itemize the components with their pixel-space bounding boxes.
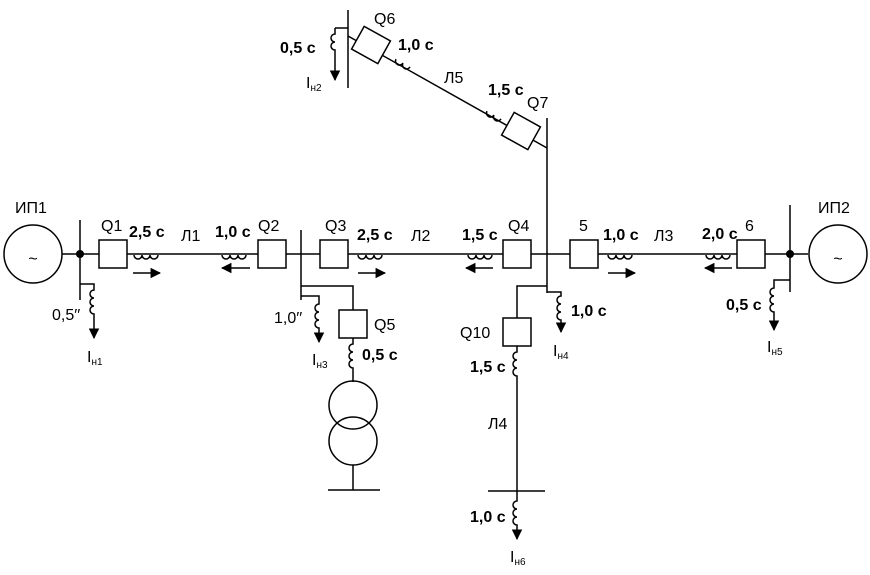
junction-dot-left [76,250,84,258]
load-n5-feeder [768,279,790,332]
breaker-q6-label: Q6 [374,11,395,28]
junction-dot-right [786,250,794,258]
load-n6-label: Iн6 [510,549,526,568]
line-l3-label: Л3 [654,228,674,245]
load-n4-label: Iн4 [553,343,569,362]
ct-q2-coil [221,254,247,260]
breaker-q5 [338,309,368,339]
ct-q5-coil [348,338,354,382]
time-load5: 0,5 с [726,297,762,314]
ct-q7-coil [485,110,502,122]
load-n4-feeder [547,291,567,334]
source-ip2-label: ИП2 [818,200,850,217]
time-q10: 1,5 с [470,359,506,376]
ct-5-coil [607,254,633,260]
ct-q3-coil [357,254,383,260]
time-q7: 1,5 с [488,82,524,99]
line-l5-label: Л5 [444,70,464,87]
breaker-q2 [257,239,287,269]
breaker-q10-label: Q10 [460,325,490,342]
time-q6: 1,0 с [398,37,434,54]
line-l4-top [516,285,547,318]
q5-feeder [301,285,354,310]
breaker-q2-label: Q2 [258,218,279,235]
breaker-q7 [500,111,542,151]
load-n3-feeder [301,295,325,344]
breaker-q4-label: Q4 [508,218,529,235]
breaker-q1 [98,239,128,269]
time-q5: 0,5 с [362,347,398,364]
breaker-5-label: 5 [579,218,588,235]
time-load4: 1,0 с [571,303,607,320]
line-l4 [512,346,518,491]
time-q2: 1,0 с [215,224,251,241]
breaker-q4 [502,239,532,269]
line-l2-label: Л2 [411,228,431,245]
source-ip1-symbol: ~ [28,251,37,268]
time-6: 2,0 с [702,226,738,243]
ct-q6-coil [394,58,411,70]
source-ip2: ~ [808,224,868,284]
load-n2-feeder [329,28,341,82]
breaker-q3-label: Q3 [325,218,346,235]
load-n1-label: Iн1 [87,349,103,368]
time-load1: 0,5′′ [52,307,80,324]
time-5: 1,0 с [603,227,639,244]
load-n6-feeder [511,491,523,541]
source-ip2-symbol: ~ [833,251,842,268]
breaker-q7-label: Q7 [527,95,548,112]
breaker-q10 [502,317,532,347]
ct-q4-coil [467,254,493,260]
breaker-6 [736,239,766,269]
time-l4-end: 1,0 с [470,509,506,526]
time-q1: 2,5 с [129,224,165,241]
breaker-q6 [350,25,392,65]
breaker-5 [569,239,599,269]
breaker-6-label: 6 [745,218,754,235]
line-l4-label: Л4 [488,416,508,433]
load-n5-label: Iн5 [767,339,783,358]
breaker-q5-label: Q5 [374,317,395,334]
transformer-winding-2 [328,416,378,466]
time-load2: 0,5 с [280,40,316,57]
ct-q1-coil [133,254,159,260]
transformer-winding-1 [328,380,378,430]
load-n3-label: Iн3 [312,352,328,371]
breaker-q3 [319,239,349,269]
load-n2-label: Iн2 [306,75,322,94]
source-ip1-label: ИП1 [15,200,47,217]
time-q3: 2,5 с [357,227,393,244]
source-ip1: ~ [3,224,63,284]
ct-6-coil [705,254,731,260]
breaker-q1-label: Q1 [101,218,122,235]
load-n1-feeder [80,283,100,340]
line-l1-label: Л1 [181,228,201,245]
time-q4: 1,5 с [462,227,498,244]
time-load3: 1,0′′ [274,310,302,327]
